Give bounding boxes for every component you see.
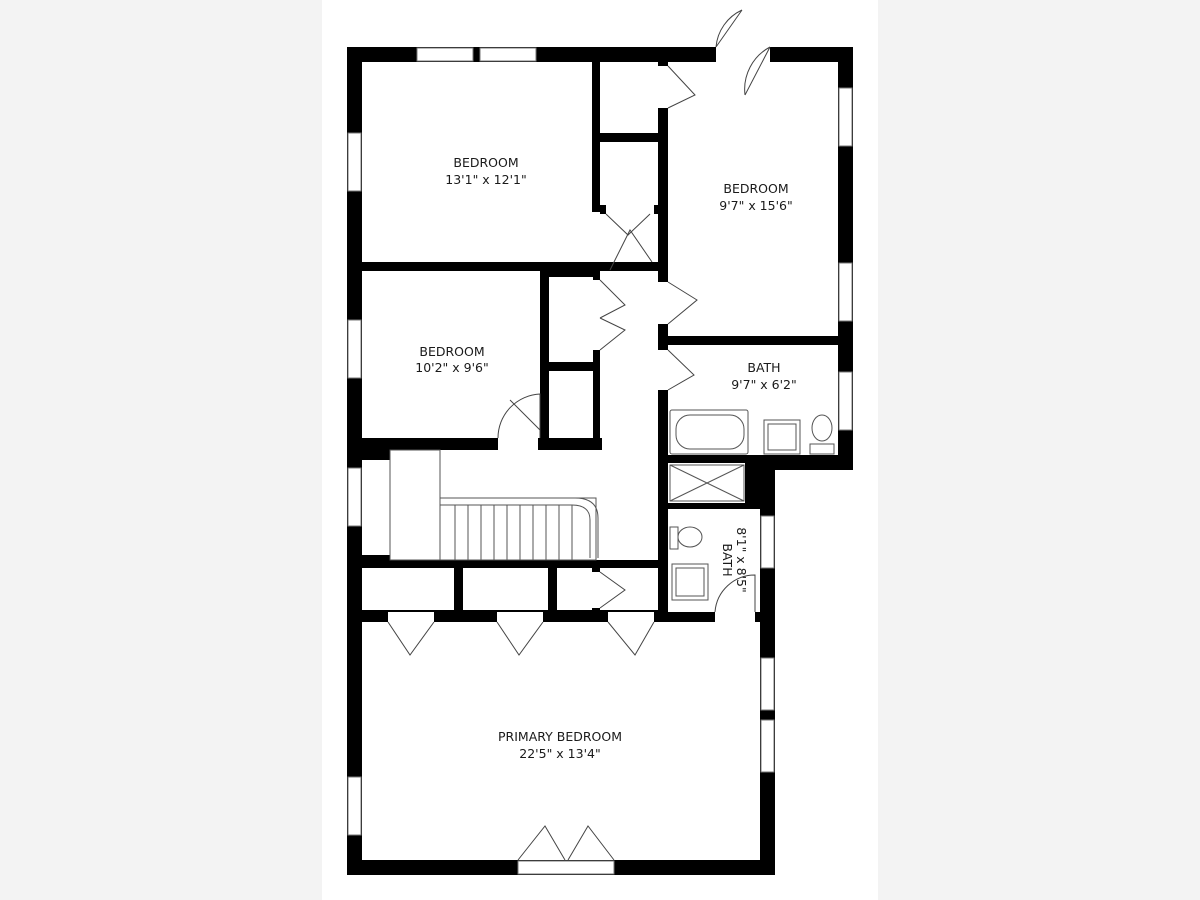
bath-fixtures xyxy=(669,409,835,601)
doors xyxy=(387,9,771,861)
primary-bedroom-name: PRIMARY BEDROOM xyxy=(498,729,622,744)
left-margin xyxy=(0,0,322,900)
bedroom-3-dims: 10'2" x 9'6" xyxy=(415,360,488,375)
bedroom-1-name: BEDROOM xyxy=(453,155,518,170)
bedroom-3-name: BEDROOM xyxy=(419,344,484,359)
stair-treads xyxy=(454,505,573,560)
toilet-1 xyxy=(811,414,833,442)
bedroom-2-name: BEDROOM xyxy=(723,181,788,196)
right-margin xyxy=(878,0,1200,900)
bath-2-dims: 8'1" x 8'5" xyxy=(734,527,749,593)
primary-bedroom-dims: 22'5" x 13'4" xyxy=(519,746,600,761)
bath-1-name: BATH xyxy=(747,360,780,375)
bedroom-2-dims: 9'7" x 15'6" xyxy=(719,198,792,213)
toilet-2 xyxy=(677,526,703,548)
windows xyxy=(347,47,853,875)
bedroom-1-dims: 13'1" x 12'1" xyxy=(445,172,526,187)
staircase xyxy=(389,449,599,561)
interior-walls xyxy=(362,62,838,622)
bath-1-dims: 9'7" x 6'2" xyxy=(731,377,797,392)
bath-2-name: BATH xyxy=(720,543,735,576)
